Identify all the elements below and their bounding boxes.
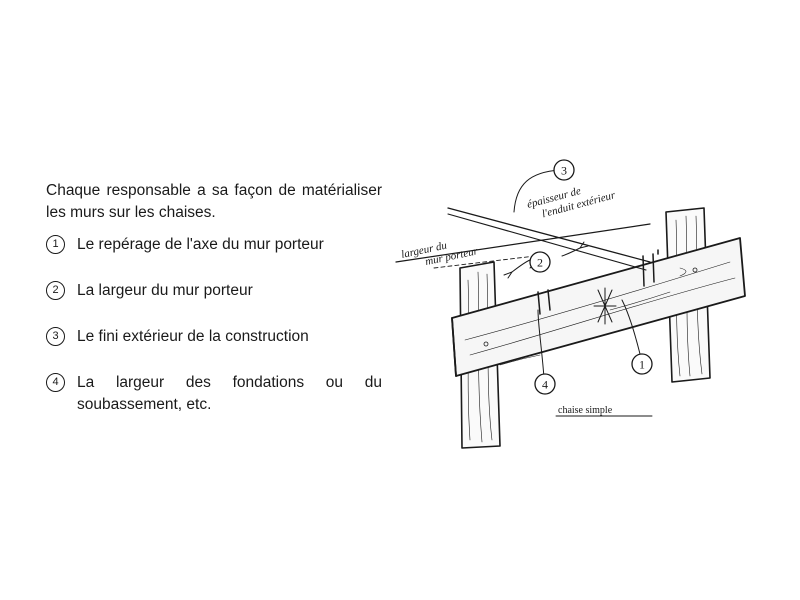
width-dimension-marks [503, 241, 589, 279]
circled-number-4: 4 [46, 373, 65, 392]
diagram-caption: chaise simple [558, 405, 613, 416]
circled-number-1: 1 [46, 235, 65, 254]
callout-circle-4 [534, 373, 556, 395]
callout-3-number: 3 [561, 164, 567, 178]
callout-circle-3 [553, 159, 575, 181]
legend-item-4-text: La largeur des fondations ou du soubasse… [77, 374, 382, 413]
legend-item-3: 3 Le fini extérieur de la construction [46, 326, 382, 348]
legend-item-2-text: La largeur du mur porteur [77, 282, 253, 299]
legend-item-3-text: Le fini extérieur de la construction [77, 328, 309, 345]
chaise-simple-diagram: 1 2 3 4 largeur du mur porteur épaisseur… [395, 159, 746, 449]
callout-circle-1 [631, 353, 653, 375]
intro-paragraph: Chaque responsable a sa façon de matéria… [46, 182, 382, 221]
callout-circle-2 [529, 251, 551, 273]
circled-number-3: 3 [46, 327, 65, 346]
legend-item-4: 4 La largeur des fondations ou du soubas… [46, 372, 382, 416]
callout-2-number: 2 [537, 256, 543, 270]
axis-mark [593, 287, 617, 325]
circled-number-2: 2 [46, 281, 65, 300]
callout-4-number: 4 [542, 378, 548, 392]
legend-item-1-text: Le repérage de l'axe du mur porteur [77, 236, 324, 253]
legend-text-block: Chaque responsable a sa façon de matéria… [46, 180, 382, 440]
nails [537, 249, 659, 315]
legend-item-2: 2 La largeur du mur porteur [46, 280, 382, 302]
legend-item-1: 1 Le repérage de l'axe du mur porteur [46, 234, 382, 256]
string-lines [395, 207, 651, 271]
callout-1-number: 1 [639, 358, 645, 372]
